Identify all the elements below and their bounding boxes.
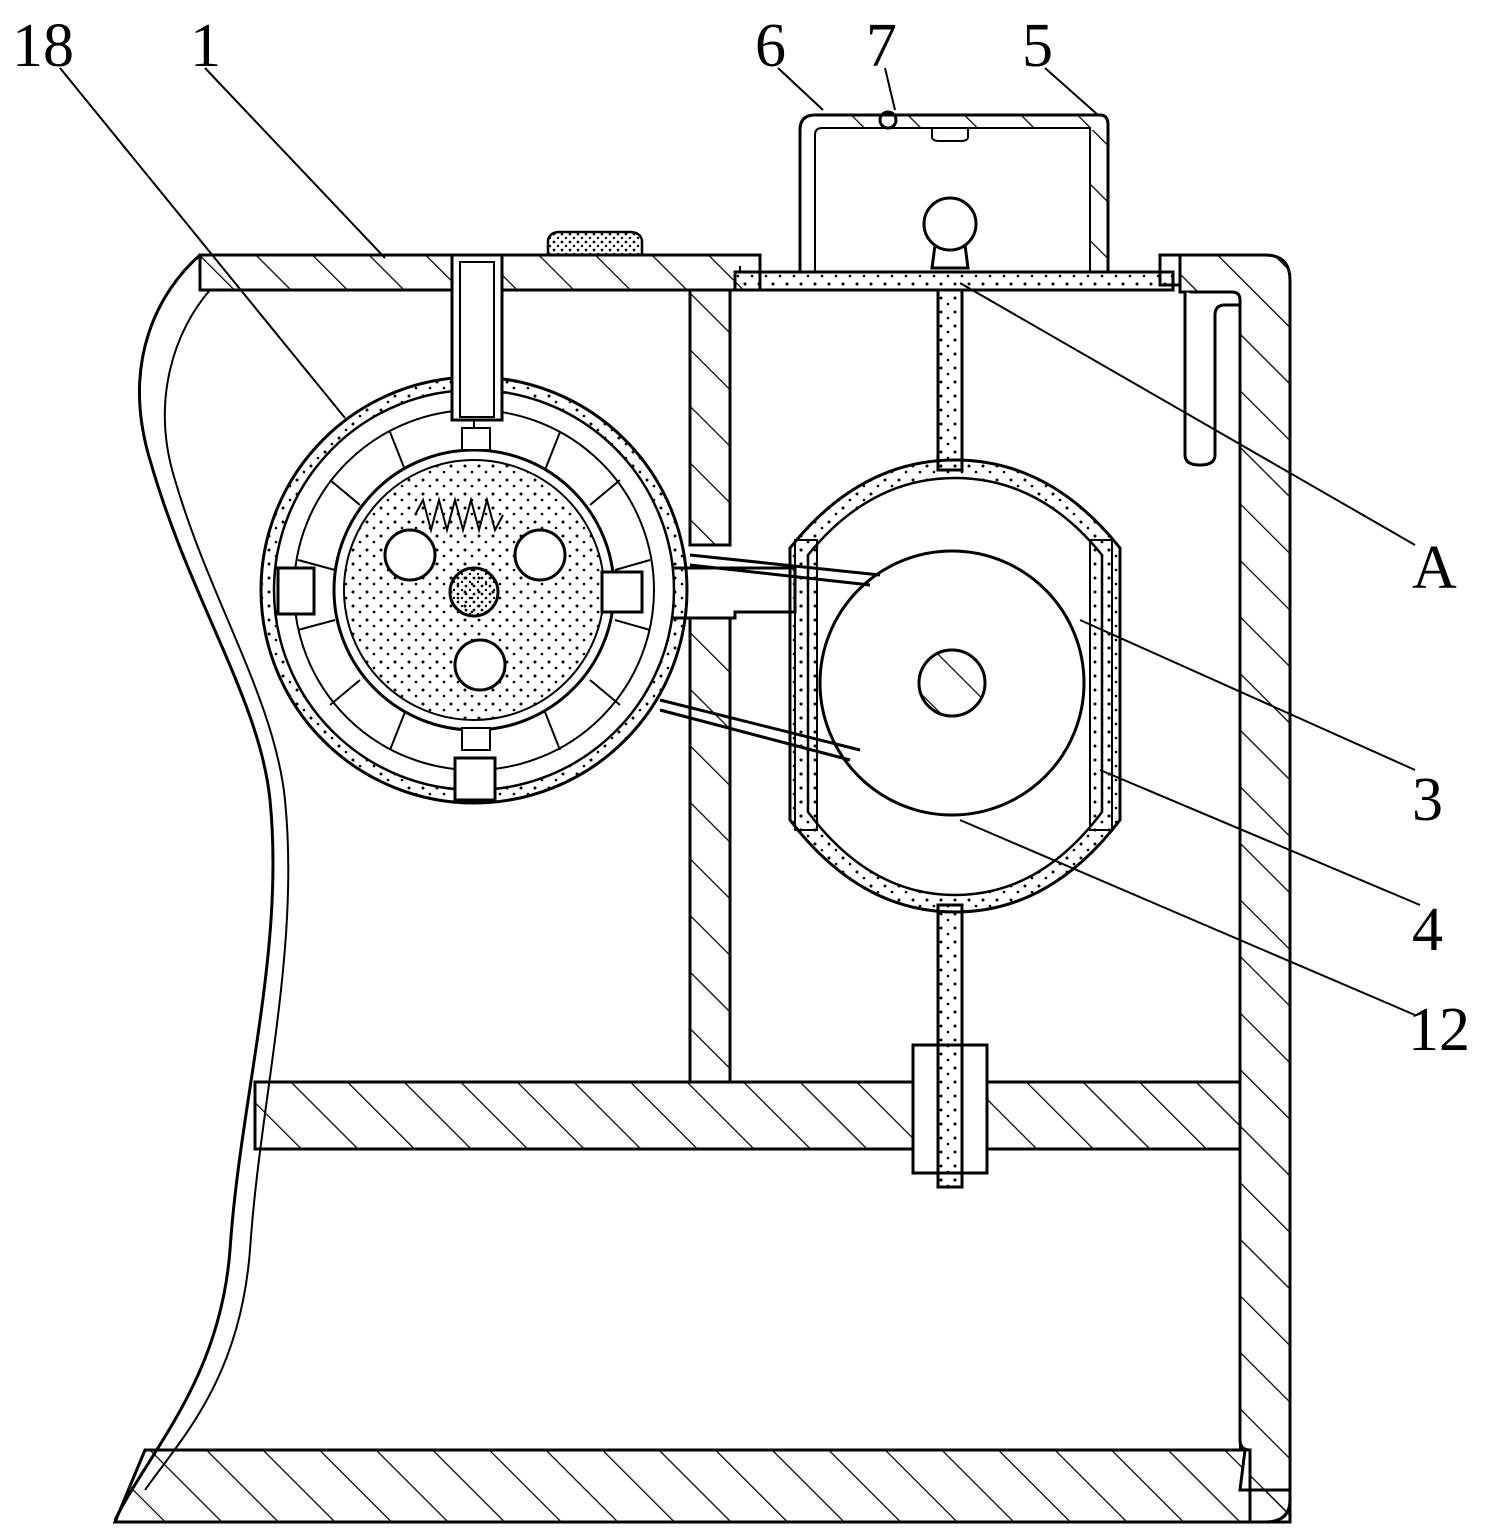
label-4: 4 [1412, 896, 1443, 964]
right-wall [1160, 253, 1292, 1524]
label-3: 3 [1412, 766, 1443, 834]
wheel-hub [917, 648, 987, 718]
housing-left-profile [113, 253, 275, 1521]
ball [922, 196, 978, 252]
label-12: 12 [1408, 996, 1470, 1064]
label-5: 5 [1022, 12, 1053, 80]
top-knob [546, 230, 644, 257]
inner-wall-lower [688, 616, 732, 1084]
label-6: 6 [755, 12, 786, 80]
inner-wall-upper [688, 288, 732, 547]
leader-lines [59, 67, 1421, 1016]
housing [112, 253, 1292, 1524]
slot [1183, 292, 1240, 467]
housing-left-inner-profile [144, 289, 290, 1491]
link-block [648, 566, 797, 620]
middle-band [253, 1080, 1242, 1151]
left-wheel-assembly [259, 253, 689, 805]
label-1: 1 [190, 12, 221, 80]
shaft-upper [936, 288, 964, 472]
bottom-plate [112, 1448, 1292, 1524]
cover-plate [733, 270, 1175, 292]
label-7: 7 [866, 12, 897, 80]
part-labels: 18 1 6 7 5 A 3 4 12 [12, 12, 1470, 1064]
label-A: A [1412, 534, 1457, 602]
bolt-7 [878, 110, 898, 130]
label-18: 18 [12, 12, 74, 80]
